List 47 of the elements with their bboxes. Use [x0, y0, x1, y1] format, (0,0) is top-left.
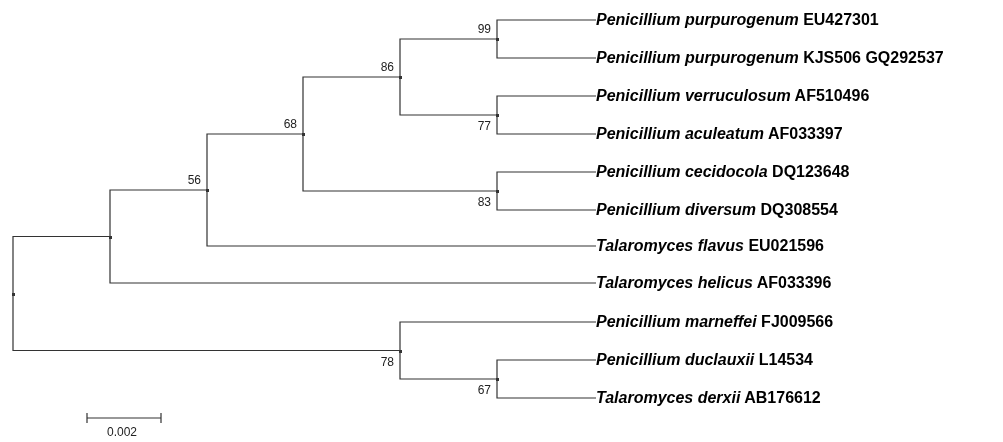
tree-branch	[496, 190, 597, 211]
bootstrap-value: 83	[477, 195, 491, 209]
branch-point	[399, 76, 402, 79]
bootstrap-value: 67	[477, 383, 491, 397]
bootstrap-value: 99	[477, 22, 491, 36]
tree-branch	[496, 19, 597, 40]
taxon-label: Talaromyces helicus AF033396	[596, 274, 832, 292]
tree-branch	[302, 133, 498, 192]
branch-point	[12, 292, 15, 296]
tree-branch	[496, 114, 597, 135]
tree-branch	[496, 378, 597, 399]
taxon-label: Talaromyces flavus EU021596	[596, 237, 824, 255]
bootstrap-value: 68	[283, 117, 297, 131]
tree-branch	[399, 321, 597, 352]
bootstrap-value: 78	[380, 354, 394, 369]
branch-point	[302, 133, 305, 136]
tree-branch	[12, 235, 111, 295]
branch-point	[109, 235, 112, 239]
branch-point	[496, 190, 499, 193]
taxon-label: Penicillium verruculosum AF510496	[596, 87, 870, 105]
branch-point	[496, 38, 499, 41]
branch-point	[206, 189, 209, 192]
taxon-label: Penicillium marneffei FJ009566	[596, 313, 834, 331]
taxon-label: Penicillium purpurogenum KJS506 GQ292537	[596, 49, 944, 67]
bootstrap-value: 77	[477, 119, 491, 133]
tree-branch	[496, 95, 597, 116]
tree-branch	[109, 189, 208, 238]
tree-branch	[399, 38, 498, 78]
taxon-label: Penicillium duclauxii L14534	[596, 351, 813, 369]
taxon-label: Penicillium cecidocola DQ123648	[596, 163, 850, 181]
branch-point	[496, 114, 499, 117]
taxon-label: Penicillium diversum DQ308554	[596, 201, 838, 219]
bootstrap-value: 86	[380, 60, 394, 74]
tree-branch	[496, 38, 597, 59]
taxon-label: Penicillium purpurogenum EU427301	[596, 11, 879, 29]
bootstrap-value: 56	[187, 173, 201, 187]
tree-branch	[496, 359, 597, 380]
tree-branch	[399, 76, 498, 116]
branch-point	[399, 349, 402, 353]
tree-branch	[206, 133, 304, 191]
taxon-label: Talaromyces derxii AB176612	[596, 389, 821, 407]
tree-branch	[206, 189, 597, 247]
tree-branch	[302, 76, 401, 135]
branch-point	[496, 378, 499, 381]
taxon-label: Penicillium aculeatum AF033397	[596, 125, 843, 143]
tree-branch	[496, 171, 597, 192]
scale-label: 0.002	[107, 425, 138, 439]
